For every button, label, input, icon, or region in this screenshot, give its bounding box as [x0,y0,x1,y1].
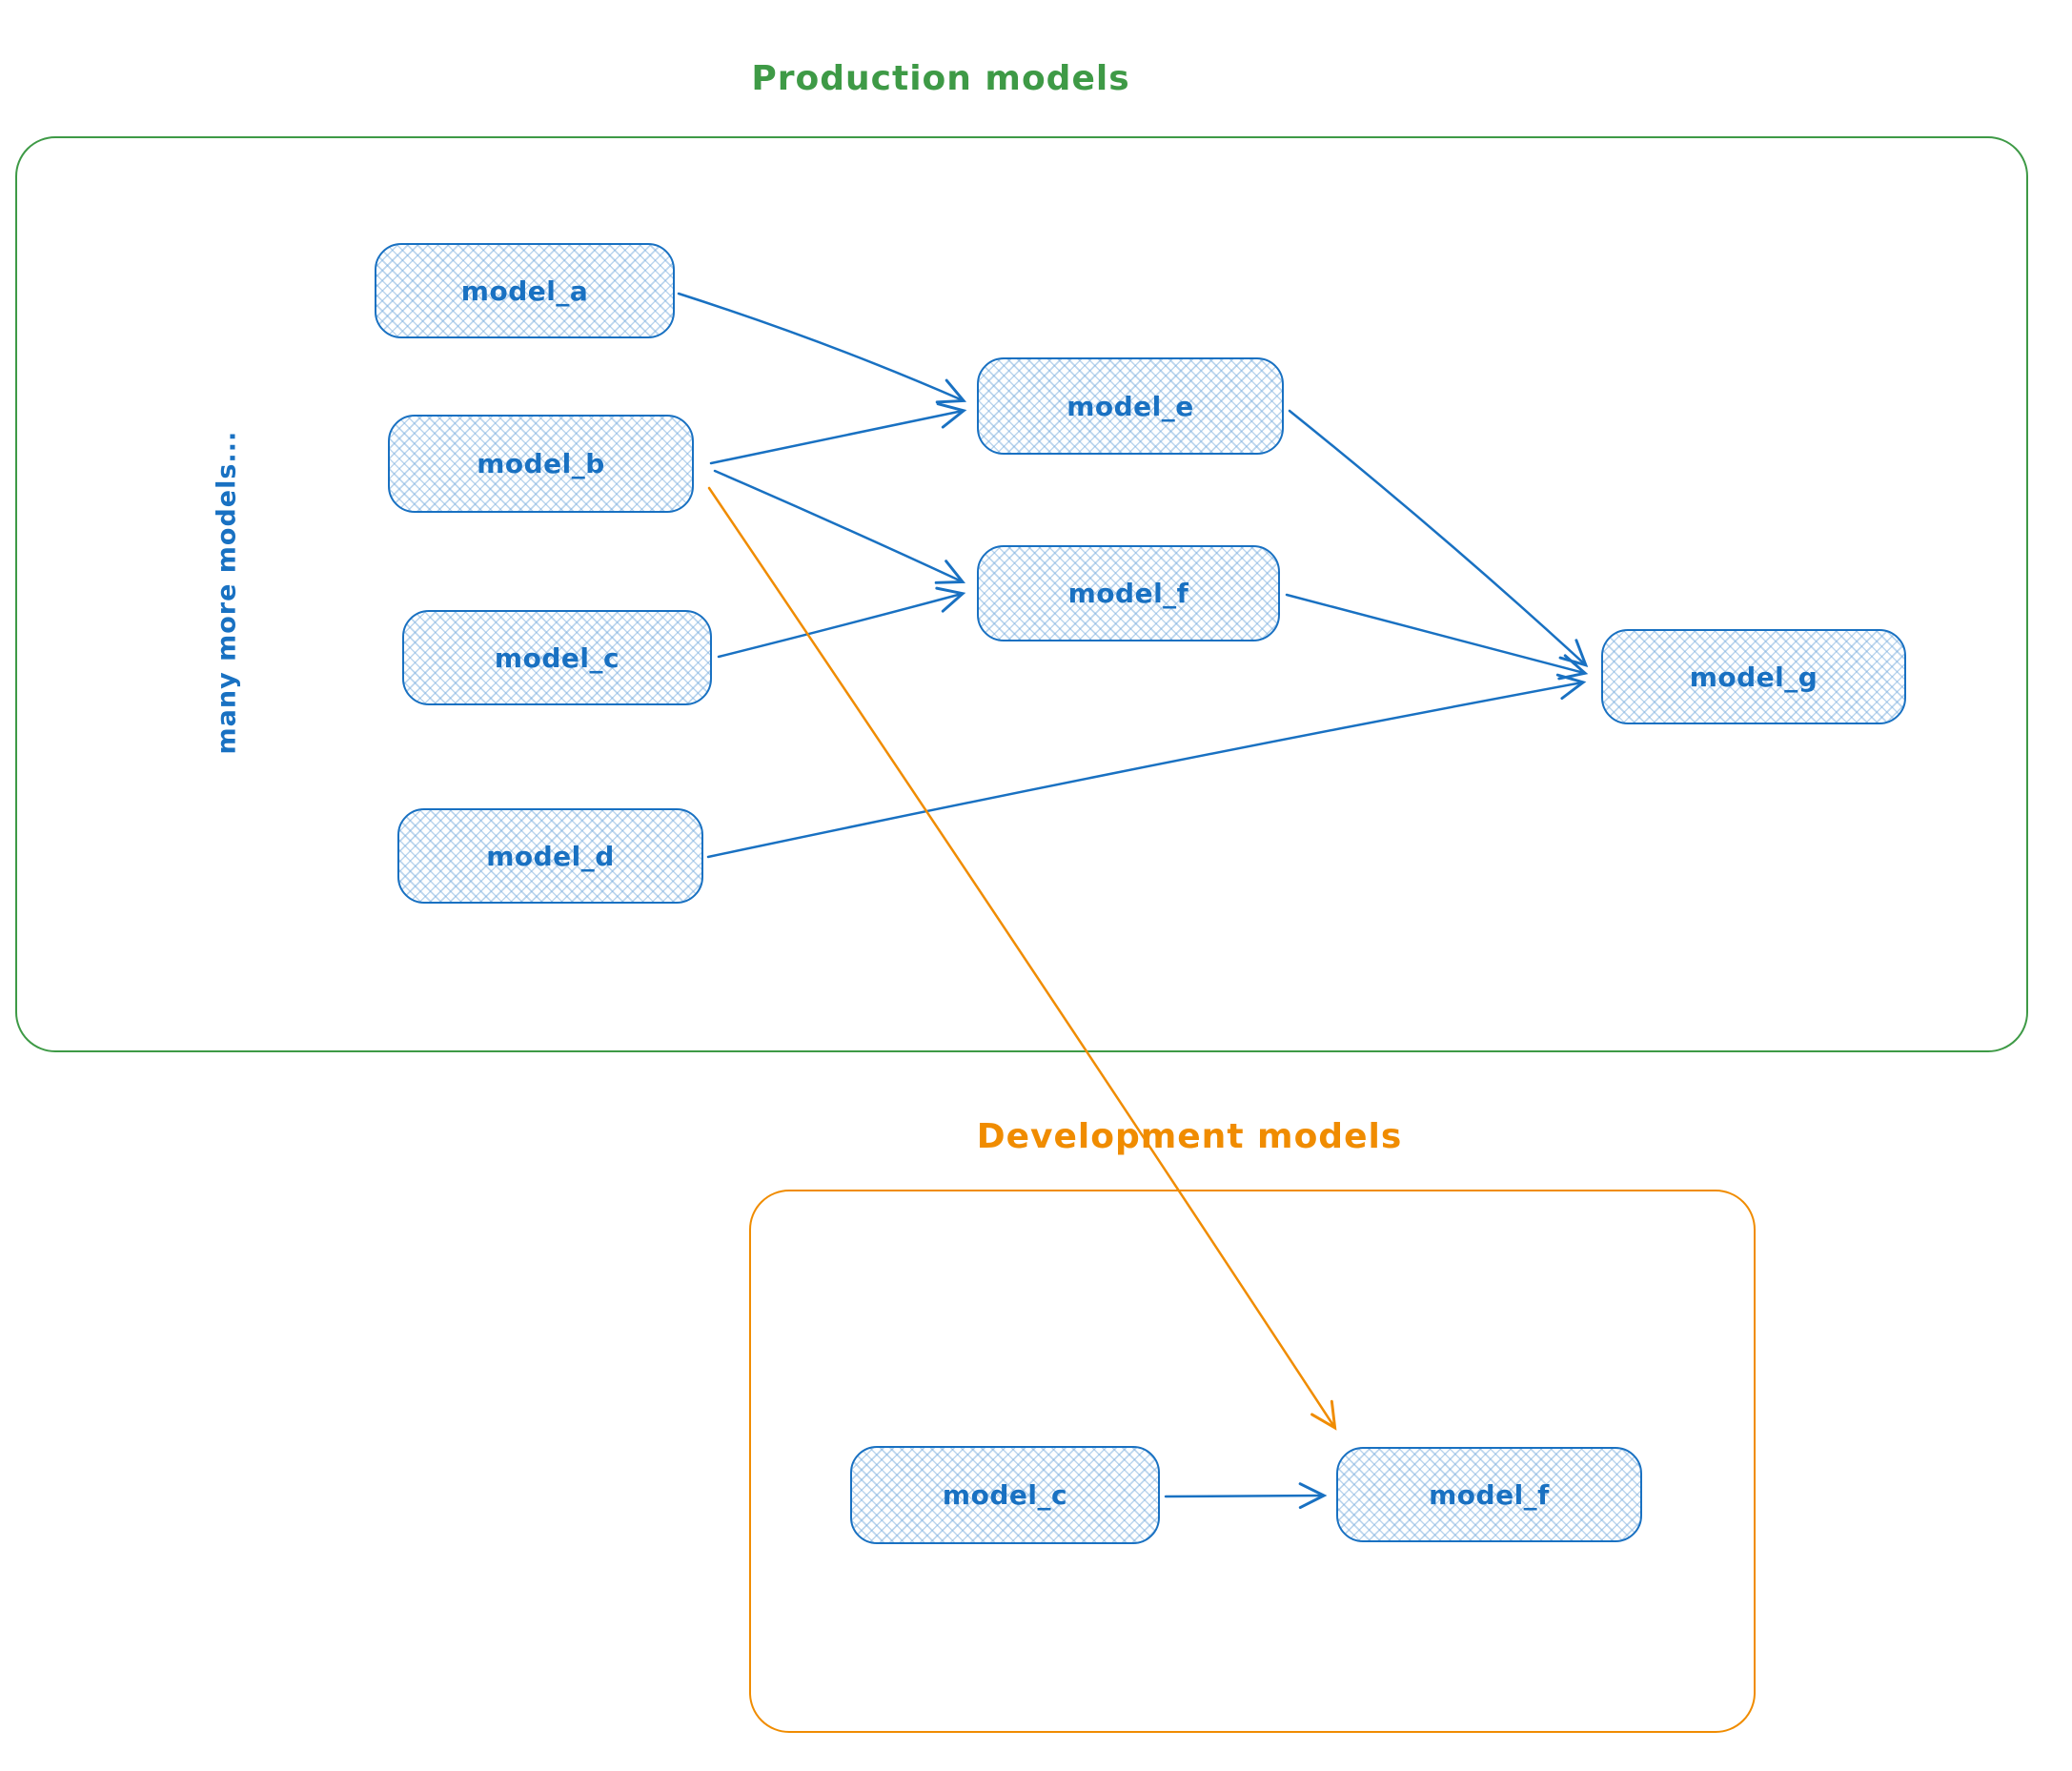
node-model_a[interactable]: model_a [375,243,675,338]
production-group-frame[interactable] [15,136,2028,1052]
edge-model_b-to-dev-model_f[interactable] [707,486,1337,1431]
edge-model_a-to-model_e[interactable] [677,292,967,404]
node-model_c-label: model_c [494,641,620,674]
node-model_e[interactable]: model_e [977,357,1284,455]
production-group-title: Production models [751,59,1130,98]
node-dev-model_f[interactable]: model_f [1336,1447,1642,1542]
node-dev-model_c[interactable]: model_c [850,1446,1160,1544]
node-model_e-label: model_e [1066,390,1194,422]
node-model_d[interactable]: model_d [397,808,703,904]
node-model_a-label: model_a [460,275,589,307]
development-group-title: Development models [976,1117,1403,1156]
node-model_c[interactable]: model_c [402,610,712,705]
node-model_f-label: model_f [1067,578,1189,609]
node-dev-model_c-label: model_c [942,1479,1068,1511]
development-group-frame[interactable] [749,1190,1756,1733]
edge-model_d-to-model_g[interactable] [706,673,1587,859]
node-model_g-label: model_g [1689,661,1818,693]
node-model_f[interactable]: model_f [977,545,1280,641]
edge-model_e-to-model_g[interactable] [1288,409,1589,667]
node-model_d-label: model_d [486,840,615,872]
edge-model_c-to-model_f[interactable] [717,586,966,659]
edge-model_b-to-model_e[interactable] [709,402,967,465]
node-model_g[interactable]: model_g [1601,629,1906,724]
node-model_b[interactable]: model_b [388,415,694,513]
edge-model_b-to-model_f[interactable] [713,469,966,584]
node-model_b-label: model_b [477,448,605,479]
node-dev-model_f-label: model_f [1429,1478,1550,1511]
edge-model_f-to-model_g[interactable] [1285,593,1589,681]
